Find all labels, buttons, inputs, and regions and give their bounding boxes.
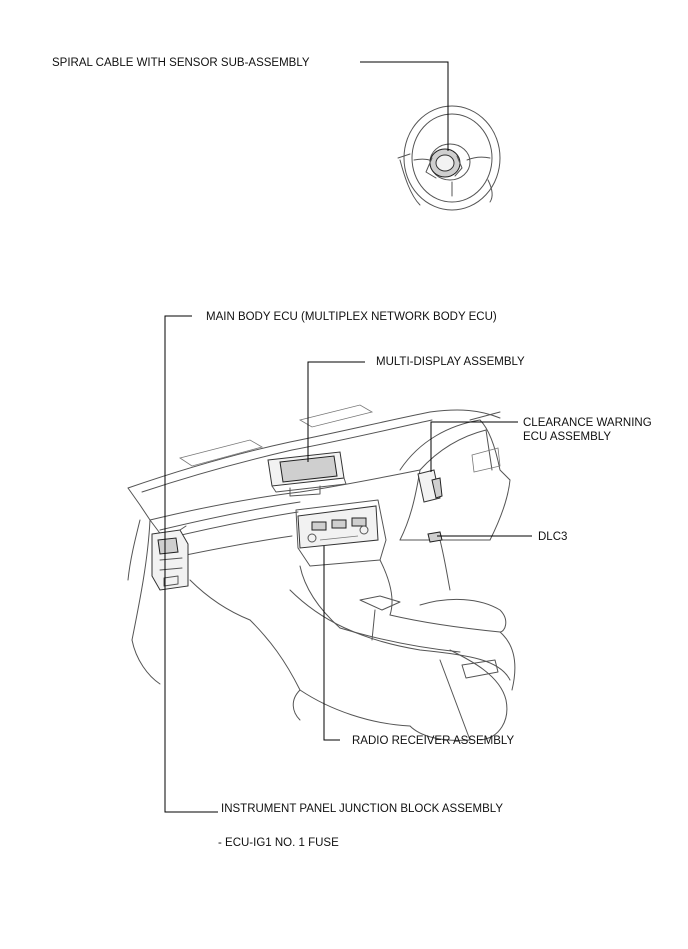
spiral-cable-part <box>425 148 463 179</box>
radio-receiver-part <box>297 505 379 549</box>
main-body-ecu-leader <box>164 315 218 813</box>
clearance-warning-leader <box>430 421 518 472</box>
spiral-cable-label: SPIRAL CABLE WITH SENSOR SUB-ASSEMBLY <box>52 57 310 69</box>
radio-receiver-label: RADIO RECEIVER ASSEMBLY <box>352 735 515 747</box>
radio-receiver-leader <box>323 546 340 741</box>
clearance-warning-label-line1: CLEARANCE WARNING <box>523 417 652 429</box>
main-body-ecu-part <box>151 525 189 591</box>
multi-display-leader <box>307 361 365 462</box>
clearance-warning-label-line2: ECU ASSEMBLY <box>523 431 611 443</box>
clearance-warning-ecu-part <box>417 469 443 503</box>
junction-block-label: INSTRUMENT PANEL JUNCTION BLOCK ASSEMBLY <box>221 803 504 815</box>
dlc3-label: DLC3 <box>538 531 568 543</box>
multi-display-part <box>267 451 347 497</box>
multi-display-label: MULTI-DISPLAY ASSEMBLY <box>376 356 525 368</box>
fuse-note-label: - ECU-IG1 NO. 1 FUSE <box>218 837 339 849</box>
spiral-cable-leader <box>360 61 449 151</box>
steering-wheel-illustration <box>397 105 501 211</box>
dlc3-part <box>427 531 443 543</box>
main-body-ecu-label: MAIN BODY ECU (MULTIPLEX NETWORK BODY EC… <box>206 311 497 323</box>
